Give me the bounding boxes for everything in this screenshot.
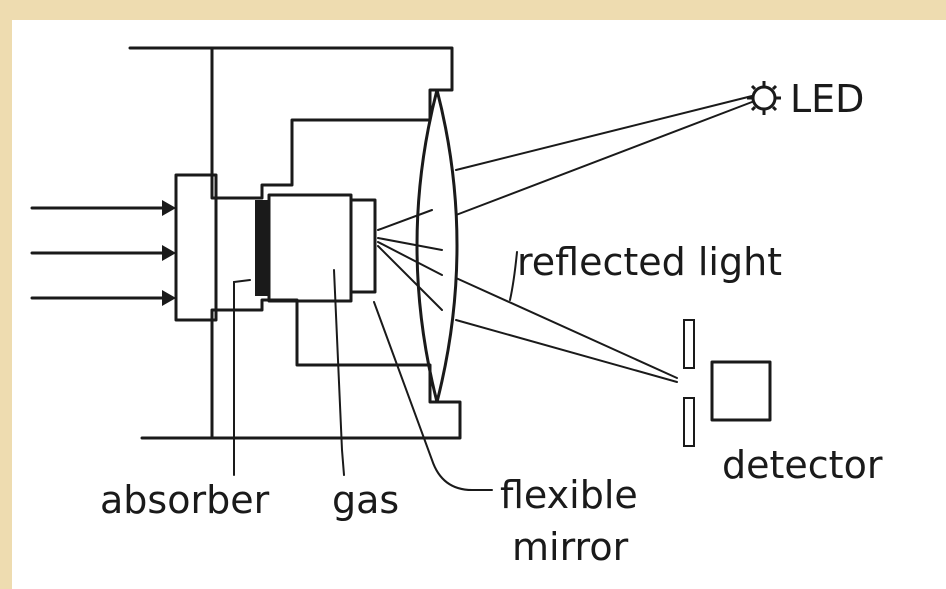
- diagram-canvas: LED reflected light detector absorber ga…: [12, 20, 946, 589]
- label-absorber: absorber: [100, 478, 270, 522]
- label-mirror: mirror: [512, 525, 629, 569]
- led-source: [747, 81, 781, 115]
- leader-lines: [233, 269, 493, 491]
- lens: [415, 88, 459, 404]
- entrance-window: [174, 173, 218, 322]
- label-flexible: flexible: [500, 473, 638, 517]
- housing-upper: [210, 46, 454, 200]
- label-gas: gas: [332, 478, 399, 522]
- light-beams: [377, 95, 753, 383]
- gas-cell: [267, 193, 353, 303]
- label-detector: detector: [722, 443, 883, 487]
- absorber-plate: [255, 200, 269, 296]
- label-reflected-light: reflected light: [517, 240, 782, 284]
- incoming-arrows: [30, 200, 176, 306]
- detector-assembly: [683, 319, 772, 447]
- label-led: LED: [790, 77, 864, 121]
- flexible-mirror-element: [349, 198, 377, 294]
- optoacoustic-detector-diagram: LED reflected light detector absorber ga…: [30, 46, 883, 569]
